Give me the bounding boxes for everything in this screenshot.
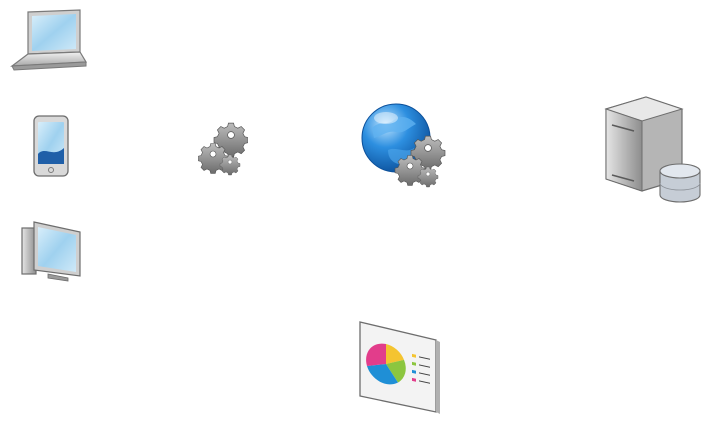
web-service-globe-icon	[358, 98, 450, 190]
desktop-computer-icon	[18, 218, 86, 284]
laptop-icon	[8, 8, 88, 74]
gears-icon	[198, 118, 248, 176]
pie-chart-report-icon	[356, 318, 442, 414]
smartphone-icon	[31, 114, 71, 178]
server-database-icon	[598, 95, 702, 205]
